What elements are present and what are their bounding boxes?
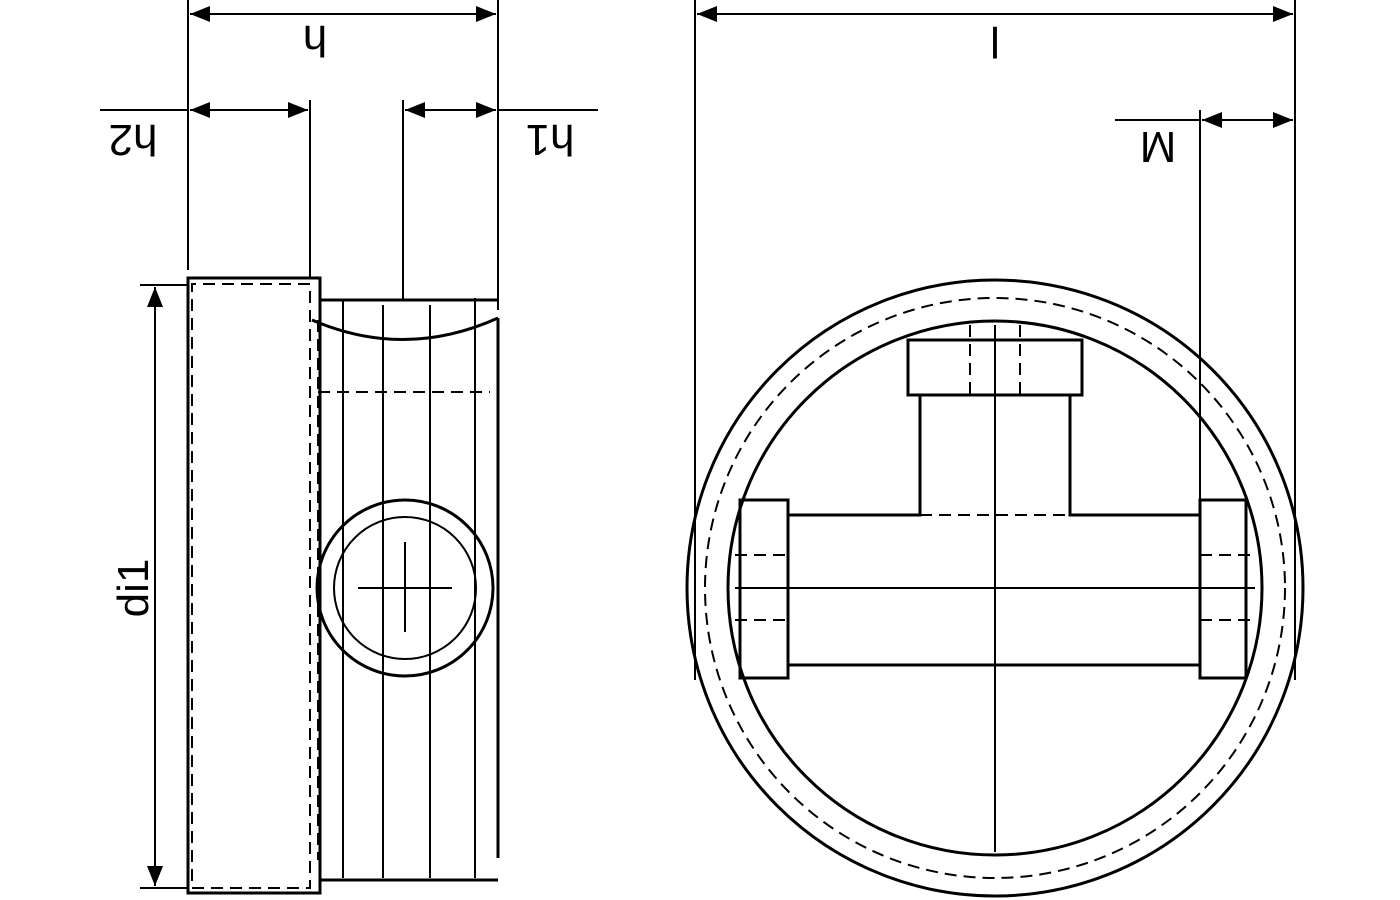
- label-M: M: [1140, 122, 1177, 171]
- label-h1: h1: [526, 115, 575, 164]
- label-l: l: [990, 17, 1000, 66]
- ring-hidden-line: [704, 297, 1286, 879]
- tee-fitting: [735, 325, 1255, 852]
- branch-outlet-inner: [333, 516, 477, 660]
- front-view: l M: [685, 0, 1305, 898]
- branch-outlet-outer: [315, 498, 495, 678]
- inner-ring: [726, 319, 1264, 857]
- label-h: h: [303, 16, 327, 65]
- label-h2: h2: [109, 115, 158, 164]
- outer-ring: [685, 278, 1305, 898]
- side-view: h h2 h1 di1: [100, 0, 598, 895]
- label-di1: di1: [109, 559, 158, 618]
